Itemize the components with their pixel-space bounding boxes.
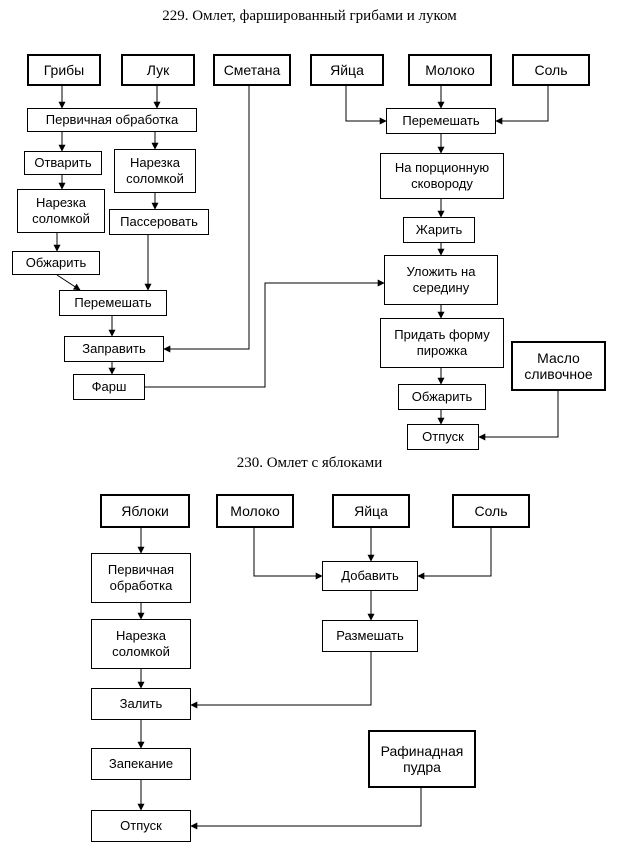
arrow-fry-to-mix	[56, 274, 81, 291]
node-mix-eggs: Перемешать	[386, 108, 496, 134]
node-cut-onion: Нарезка соломкой	[114, 149, 196, 193]
node-sour-cream: Сметана	[213, 54, 291, 86]
arrow-filling-to-place-center	[145, 279, 385, 388]
node-serve-229: Отпуск	[407, 424, 479, 450]
node-eggs-230: Яйца	[332, 494, 410, 528]
node-onion: Лук	[121, 54, 195, 86]
arrow-sour-cream-to-season	[163, 86, 250, 353]
node-eggs: Яйца	[310, 54, 384, 86]
node-apples: Яблоки	[100, 494, 190, 528]
node-saute: Пассеровать	[109, 209, 209, 235]
arrow-salt-to-add	[417, 528, 492, 580]
node-fry: Жарить	[403, 217, 475, 243]
node-cut-230: Нарезка соломкой	[91, 619, 191, 669]
arrow-butter-to-serve	[478, 391, 559, 441]
node-cut-mushrooms: Нарезка соломкой	[17, 189, 105, 233]
arrow-milk-to-add	[253, 528, 323, 580]
node-mix-filling: Перемешать	[59, 290, 167, 316]
node-primary-processing: Первичная обработка	[27, 108, 197, 132]
node-milk: Молоко	[408, 54, 492, 86]
node-fry-mushrooms: Обжарить	[12, 251, 100, 275]
diagram-230-title: 230. Омлет с яблоками	[236, 455, 383, 471]
node-butter: Масло сливочное	[511, 341, 606, 391]
arrow-salt-to-mix	[495, 86, 549, 125]
node-sugar: Рафинадная пудра	[368, 730, 476, 788]
node-bake: Запекание	[91, 748, 191, 780]
node-boil: Отварить	[24, 151, 102, 175]
node-place-center: Уложить на середину	[384, 255, 498, 305]
node-pie-shape: Придать форму пирожка	[380, 318, 504, 368]
arrow-stir-to-pour	[190, 652, 372, 709]
node-pour: Залить	[91, 688, 191, 720]
node-fry-final: Обжарить	[398, 384, 486, 410]
node-salt: Соль	[512, 54, 590, 86]
node-salt-230: Соль	[452, 494, 530, 528]
node-portion-pan: На порционную сковороду	[380, 153, 504, 199]
node-mushrooms: Грибы	[27, 54, 101, 86]
node-stir: Размешать	[322, 620, 418, 652]
node-milk-230: Молоко	[216, 494, 294, 528]
node-add: Добавить	[322, 561, 418, 591]
diagram-229-title: 229. Омлет, фаршированный грибами и луко…	[162, 8, 457, 24]
arrow-sugar-to-serve	[190, 788, 422, 830]
node-primary-processing-230: Первичная обработка	[91, 553, 191, 603]
node-season: Заправить	[64, 336, 164, 362]
arrow-eggs-to-mix	[345, 86, 387, 125]
node-filling: Фарш	[73, 374, 145, 400]
